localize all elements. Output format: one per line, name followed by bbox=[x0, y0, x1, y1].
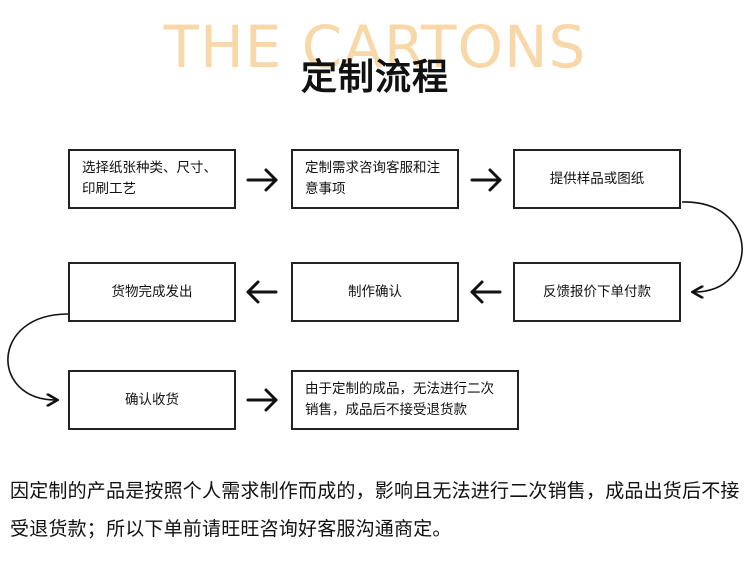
notice-paragraph: 因定制的产品是按照个人需求制作而成的，影响且无法进行二次销售，成品出货后不接受退… bbox=[10, 480, 740, 540]
step-box-6: 货物完成发出 bbox=[68, 262, 236, 322]
step-1-line1: 选择纸张种类、尺寸、 bbox=[82, 160, 217, 176]
step-2-line2: 意事项 bbox=[305, 181, 346, 197]
step-box-1: 选择纸张种类、尺寸、印刷工艺 bbox=[68, 149, 236, 209]
step-5-label: 制作确认 bbox=[348, 283, 402, 300]
step-7-label: 确认收货 bbox=[125, 391, 179, 408]
brand-watermark: THE CARTONS bbox=[163, 13, 587, 81]
step-box-3: 提供样品或图纸 bbox=[513, 149, 681, 209]
arrow-left-2 bbox=[246, 280, 278, 304]
curve-arrow-right bbox=[681, 201, 743, 292]
arrow-right-2 bbox=[470, 168, 502, 192]
step-1-line2: 印刷工艺 bbox=[82, 181, 136, 197]
step-4-label: 反馈报价下单付款 bbox=[543, 283, 651, 300]
step-8-line2: 销售，成品后不接受退货款 bbox=[305, 402, 467, 418]
step-box-4: 反馈报价下单付款 bbox=[513, 262, 681, 322]
arrow-right-1 bbox=[246, 168, 278, 192]
curve-arrow-left bbox=[7, 313, 69, 400]
step-8-line1: 由于定制的成品，无法进行二次 bbox=[305, 381, 494, 397]
step-6-label: 货物完成发出 bbox=[111, 283, 193, 300]
arrow-left-1 bbox=[470, 280, 502, 304]
step-2-line1: 定制需求咨询客服和注 bbox=[305, 160, 440, 176]
arrow-right-3 bbox=[246, 388, 278, 412]
step-box-5: 制作确认 bbox=[291, 262, 459, 322]
step-box-8: 由于定制的成品，无法进行二次销售，成品后不接受退货款 bbox=[291, 370, 519, 430]
step-3-label: 提供样品或图纸 bbox=[549, 170, 645, 187]
page-title: 定制流程 bbox=[300, 57, 449, 98]
step-box-7: 确认收货 bbox=[68, 370, 236, 430]
step-box-2: 定制需求咨询客服和注意事项 bbox=[291, 149, 459, 209]
